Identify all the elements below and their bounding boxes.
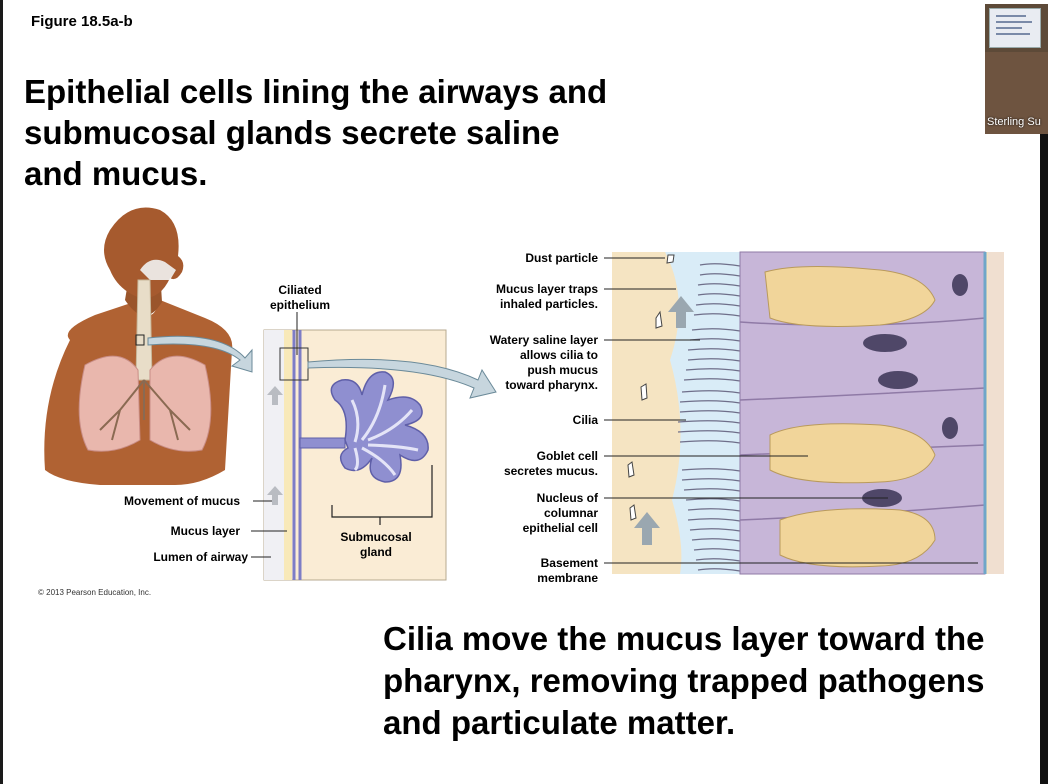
saline-layer [665, 252, 740, 574]
label-ciliated-epithelium: Ciliated epithelium [269, 283, 330, 312]
human-torso-illustration [44, 207, 233, 485]
video-background [985, 52, 1048, 134]
dust-particle-2 [655, 310, 663, 329]
label-mucus-traps: Mucus layer traps inhaled particles. [495, 282, 598, 311]
participant-video-tile[interactable]: Sterling Su [985, 4, 1048, 134]
participant-name: Sterling Su [987, 116, 1041, 128]
label-cilia: Cilia [572, 413, 598, 427]
label-basement-membrane: Basement membrane [537, 556, 598, 585]
goblet-cell-1 [764, 265, 936, 327]
airway-lumen [264, 330, 284, 580]
connective-tissue [988, 252, 1004, 574]
label-submucosal-gland: Submucosal gland [340, 530, 412, 559]
video-projector-screen [989, 8, 1041, 48]
zoom-arrow-2 [307, 358, 497, 399]
figure-label: Figure 18.5a-b [31, 13, 133, 30]
epithelium-closeup [612, 251, 1004, 575]
mucus-flow-arrow-1 [267, 386, 283, 405]
lung-left [78, 355, 141, 452]
label-watery-saline-layer: Watery saline layer allows cilia to push… [489, 333, 598, 392]
window-edge-right [1040, 130, 1048, 784]
nasal-airway [140, 259, 176, 280]
cilia-bundle [677, 263, 741, 572]
bronchial-tree [99, 379, 191, 441]
dust-particle-3 [640, 383, 648, 401]
dust-particle-5 [629, 504, 637, 521]
gland-lumen [350, 384, 419, 476]
lung-right [149, 355, 212, 452]
label-lumen-of-airway: Lumen of airway [153, 550, 248, 564]
nucleus-1 [863, 334, 907, 352]
label-movement-of-mucus: Movement of mucus [123, 494, 240, 508]
gland-duct [299, 437, 346, 449]
slide-headline: Epithelial cells lining the airways and … [24, 73, 608, 192]
goblet-cell-3 [779, 508, 936, 568]
slide-conclusion: Cilia move the mucus layer toward the ph… [383, 620, 985, 741]
nucleus-5 [942, 417, 958, 439]
window-edge-left [0, 0, 3, 784]
label-nucleus-columnar-cell: Nucleus of columnar epithelial cell [522, 491, 598, 535]
epithelium-line [292, 330, 302, 580]
nucleus-2 [878, 371, 918, 389]
trachea-zoom-box [135, 334, 145, 346]
copyright-credit: © 2013 Pearson Education, Inc. [38, 588, 152, 597]
label-mucus-layer: Mucus layer [170, 524, 240, 538]
mucus-layer-strip [284, 330, 292, 580]
closeup-flow-arrow-1 [668, 296, 694, 328]
dust-particle-4 [627, 461, 635, 478]
mucus-flow-arrow-2 [267, 486, 283, 505]
trachea [135, 279, 153, 381]
zoom-arrow-1 [147, 335, 253, 373]
leader-lines [251, 257, 978, 564]
label-goblet-cell: Goblet cell secretes mucus. [503, 449, 598, 478]
nucleus-4 [952, 274, 968, 296]
gland-bracket [331, 465, 433, 525]
closeup-flow-arrow-2 [634, 512, 660, 545]
dust-particle-1 [666, 254, 675, 264]
goblet-cell-2 [769, 423, 936, 484]
label-dust-particle: Dust particle [525, 251, 598, 265]
